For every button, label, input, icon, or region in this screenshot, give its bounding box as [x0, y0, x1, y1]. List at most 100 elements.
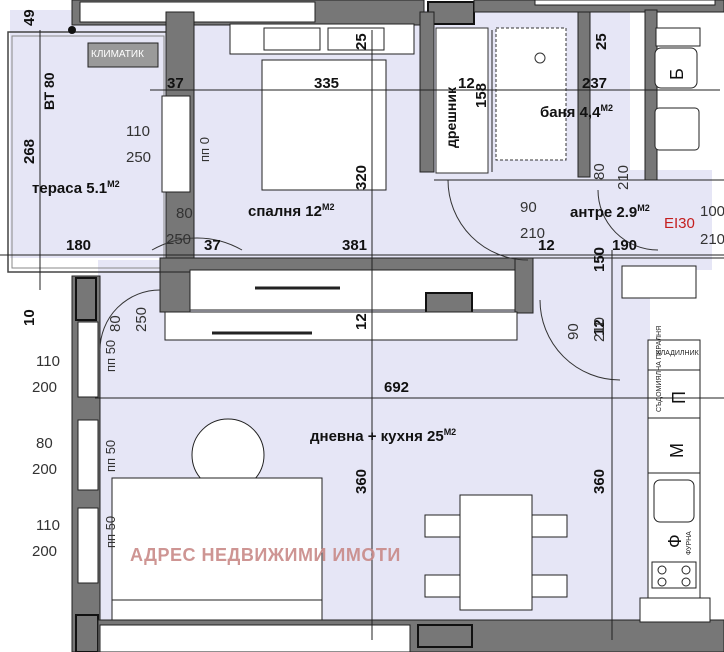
d2-width: 80 — [107, 315, 124, 332]
dim-360b: 360 — [591, 468, 608, 494]
chair-2 — [424, 574, 461, 598]
headboard — [229, 23, 415, 55]
wardrobe-label: дрешник — [443, 87, 459, 148]
w2-height: 200 — [32, 379, 58, 396]
w4-height: 200 — [32, 543, 58, 560]
boiler — [655, 27, 701, 47]
living-name: дневна + кухня 25М2 — [310, 428, 456, 445]
dim-180: 180 — [66, 237, 92, 254]
dim-25b: 25 — [593, 33, 610, 50]
chair-1 — [424, 514, 461, 538]
column-dot — [68, 26, 76, 34]
bath-right-wall — [577, 11, 591, 178]
bath-name-text: баня 4,4 — [540, 104, 601, 121]
door-swing-5 — [597, 189, 659, 251]
terrace-name-text: тераса 5.1 — [32, 180, 108, 197]
door-swing-4 — [539, 299, 621, 381]
cabinet-m — [647, 417, 701, 474]
bedroom-name-text: спалня 12 — [248, 203, 322, 220]
m-letter: М — [667, 443, 687, 458]
window-w4 — [77, 507, 99, 584]
burner-4 — [681, 577, 691, 587]
dim-210a: 210 — [615, 164, 632, 190]
climatic-label: КЛИМАТИК — [91, 49, 144, 60]
mid-wall-lower — [159, 271, 191, 313]
dining-table — [459, 494, 533, 611]
washer — [647, 369, 701, 419]
chair-3 — [531, 514, 568, 538]
d1-height: 250 — [166, 231, 192, 248]
burner-1 — [657, 565, 667, 575]
mid-wall-right — [514, 257, 534, 314]
climatic-unit — [87, 42, 159, 68]
dim-190: 190 — [612, 237, 638, 254]
dim-80a: 80 — [591, 163, 608, 180]
mid-window-block — [425, 292, 473, 314]
terrace-name: тераса 5.1М2 — [32, 180, 120, 197]
dim-10: 10 — [21, 309, 38, 326]
d3-height: 210 — [520, 225, 546, 242]
hall-name: антре 2.9М2 — [570, 203, 650, 221]
door-swing-1 — [151, 237, 243, 251]
washer-label: СЪДОМИЯЛНА ПЕРАЛНЯ — [656, 325, 663, 412]
bottom-window-block — [417, 624, 473, 648]
hall-bench — [621, 265, 697, 299]
dim-37b: 37 — [204, 237, 221, 254]
living-name-text: дневна + кухня 25 — [310, 428, 444, 445]
dim-12c: 12 — [353, 313, 370, 330]
w1-height: 250 — [126, 149, 152, 166]
dim-49: 49 — [21, 9, 38, 26]
dim-268: 268 — [21, 138, 38, 164]
kitchen-wall — [644, 9, 658, 181]
cooktop — [651, 561, 697, 589]
hall-unit: М2 — [637, 203, 650, 213]
dim-37a: 37 — [167, 75, 184, 92]
bedroom-window — [161, 95, 191, 193]
dim-210b: 210 — [700, 231, 724, 248]
bed — [261, 59, 387, 191]
w4-sill: пп 50 — [103, 515, 118, 548]
bath-left-wall — [419, 11, 435, 173]
sofa-back — [111, 599, 323, 621]
pillow-l — [263, 27, 321, 51]
door-swing-3 — [447, 179, 529, 261]
d4-width: 90 — [565, 323, 582, 340]
wardrobe — [435, 27, 489, 174]
dim-237: 237 — [582, 75, 608, 92]
dim-381: 381 — [342, 237, 368, 254]
column-block — [75, 277, 97, 321]
dim-335: 335 — [314, 75, 340, 92]
dim-360a: 360 — [353, 468, 370, 494]
w2-width: 110 — [36, 353, 60, 370]
shower — [495, 27, 567, 161]
w3-height: 200 — [32, 461, 58, 478]
pillow-r — [327, 27, 385, 51]
d1-width: 80 — [176, 205, 193, 222]
watermark: АДРЕС НЕДВИЖИМИ ИМОТИ — [130, 545, 401, 565]
hall-name-text: антре 2.9 — [570, 204, 638, 221]
w3-width: 80 — [36, 435, 53, 452]
b-letter: Б — [667, 68, 687, 80]
dim-100: 100 — [700, 203, 724, 220]
bottom-window — [99, 624, 411, 652]
top-window-block — [427, 1, 475, 25]
kitchen-lower — [639, 597, 711, 623]
sofa — [111, 477, 323, 619]
top-window-2 — [534, 0, 716, 6]
bath-sink — [654, 107, 700, 151]
dim-12a: 12 — [458, 75, 475, 92]
window-w2 — [77, 321, 99, 398]
w3-sill: пп 50 — [103, 439, 118, 472]
dim-692: 692 — [384, 379, 410, 396]
dim-12b: 12 — [538, 237, 555, 254]
top-window-1 — [79, 1, 316, 23]
w2-sill: пп 50 — [103, 339, 118, 372]
dim-25a: 25 — [353, 33, 370, 50]
w1-sill: пп 0 — [197, 137, 212, 162]
door-swing-2 — [99, 289, 161, 351]
burner-2 — [681, 565, 691, 575]
tv-stand — [164, 311, 518, 341]
burner-3 — [657, 577, 667, 587]
dim-150: 150 — [591, 246, 608, 272]
fridge — [647, 339, 701, 371]
